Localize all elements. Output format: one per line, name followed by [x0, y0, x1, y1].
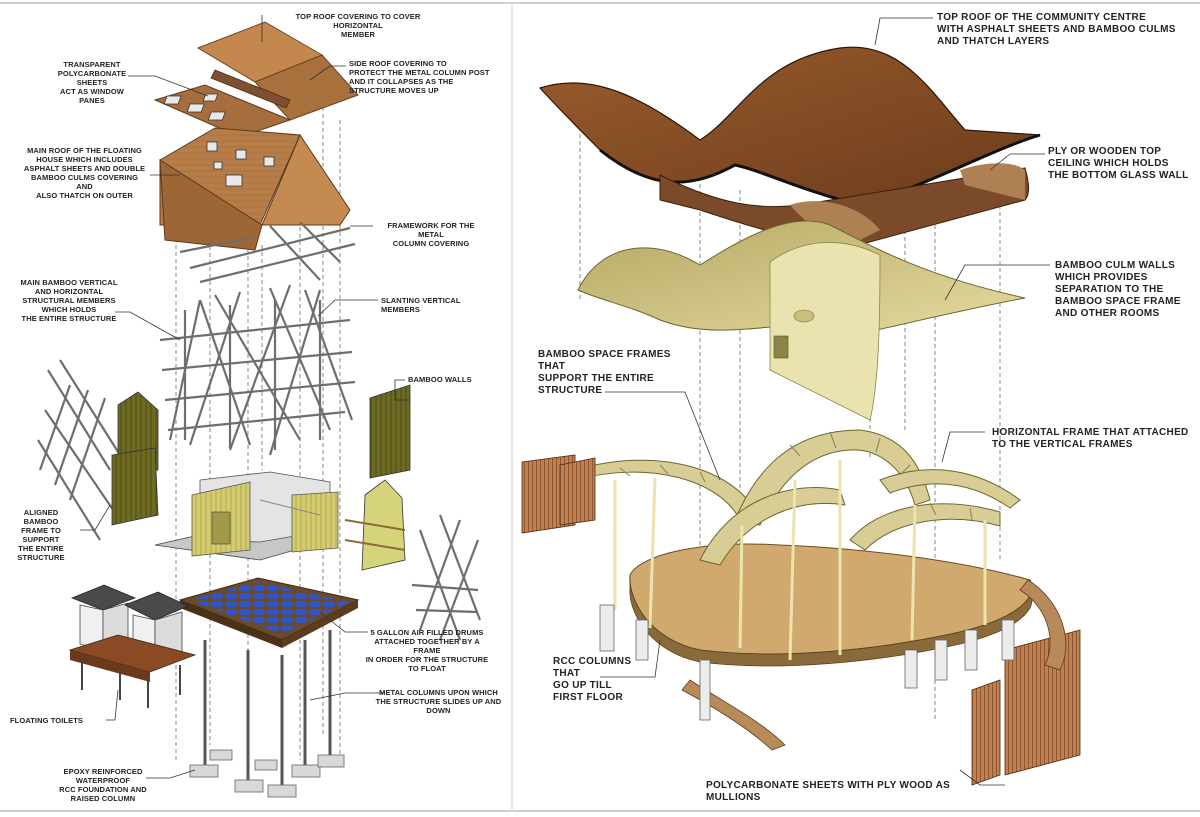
bamboo-wall-pieces: [111, 384, 411, 571]
label-framework-metal-covering: FRAMEWORK FOR THE METAL COLUMN COVERING: [387, 221, 475, 248]
label-slanting-vertical-members: SLANTING VERTICAL MEMBERS: [381, 296, 461, 314]
aligned-bamboo-frame-right: [411, 514, 482, 641]
label-rcc-columns: RCC COLUMNS THAT GO UP TILL FIRST FLOOR: [553, 656, 632, 703]
label-epoxy-foundation: EPOXY REINFORCED WATERPROOF RCC FOUNDATI…: [59, 767, 147, 803]
label-polycarbonate-mullions: POLYCARBONATE SHEETS WITH PLY WOOD AS MU…: [706, 780, 951, 803]
label-air-filled-drums: 5 GALLON AIR FILLED DRUMS ATTACHED TOGET…: [365, 628, 489, 673]
main-bamboo-structure: [159, 284, 356, 456]
main-roof: [159, 127, 351, 251]
left-leader-lines: [80, 15, 410, 779]
floating-drum-platform: [178, 577, 360, 648]
right-leader-lines: [600, 17, 1050, 786]
floating-toilets-module: [68, 584, 197, 708]
label-metal-columns: METAL COLUMNS UPON WHICH THE STRUCTURE S…: [375, 688, 502, 715]
label-bamboo-space-frames: BAMBOO SPACE FRAMES THAT SUPPORT THE ENT…: [538, 349, 671, 396]
label-main-bamboo-members: MAIN BAMBOO VERTICAL AND HORIZONTAL STRU…: [20, 278, 118, 323]
rcc-columns-right: [599, 604, 1015, 721]
label-top-roof-covering: TOP ROOF COVERING TO COVER HORIZONTAL ME…: [295, 12, 421, 39]
label-side-roof-covering: SIDE ROOF COVERING TO PROTECT THE METAL …: [349, 59, 490, 95]
label-ply-ceiling: PLY OR WOODEN TOP CEILING WHICH HOLDS TH…: [1048, 146, 1189, 181]
polycarbonate-window-layer: [153, 84, 292, 138]
community-centre-exploded-view: [521, 17, 1081, 786]
rcc-foundations: [189, 749, 345, 798]
floating-house-exploded-view: [37, 15, 482, 798]
bamboo-space-frame-arches: [574, 429, 1021, 661]
aligned-bamboo-frame-left: [37, 359, 121, 541]
label-bamboo-walls: BAMBOO WALLS: [408, 375, 472, 384]
label-transparent-sheets: TRANSPARENT POLYCARBONATE SHEETS ACT AS …: [57, 60, 127, 105]
label-floating-toilets: FLOATING TOILETS: [10, 716, 83, 725]
metal-columns: [203, 630, 332, 790]
interior-room-module: [154, 471, 339, 561]
label-horizontal-frame: HORIZONTAL FRAME THAT ATTACHED TO THE VE…: [992, 427, 1189, 450]
label-aligned-bamboo-frame: ALIGNED BAMBOO FRAME TO SUPPORT THE ENTI…: [17, 508, 65, 562]
label-top-roof-community-centre: TOP ROOF OF THE COMMUNITY CENTRE WITH AS…: [937, 12, 1176, 47]
ply-ceiling: [659, 163, 1030, 251]
label-bamboo-culm-walls: BAMBOO CULM WALLS WHICH PROVIDES SEPARAT…: [1055, 260, 1181, 319]
bamboo-culm-wall-membrane: [577, 220, 1026, 421]
metal-column-framework: [179, 221, 356, 284]
label-main-roof: MAIN ROOF OF THE FLOATING HOUSE WHICH IN…: [23, 146, 146, 200]
top-roof-covering: [196, 21, 359, 121]
